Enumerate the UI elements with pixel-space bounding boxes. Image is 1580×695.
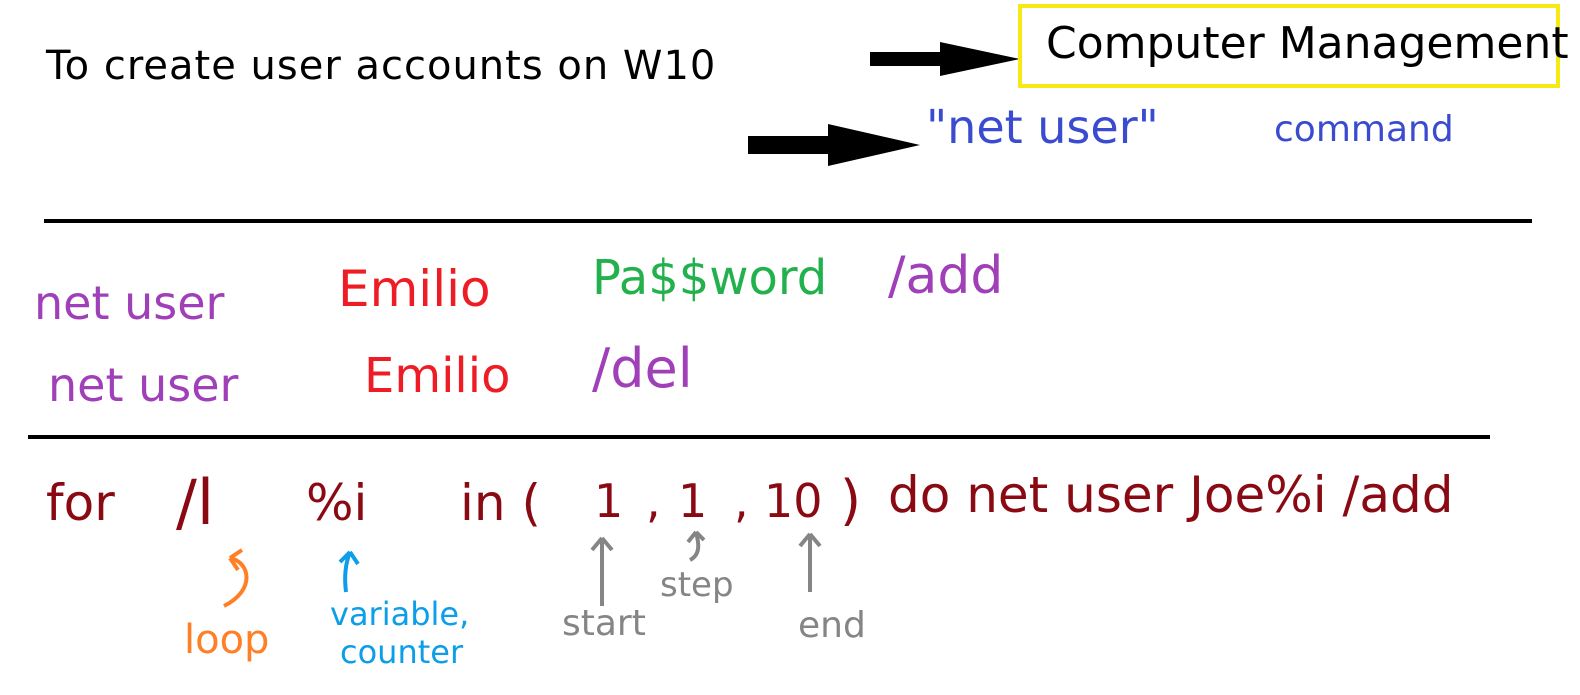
start-pointer-arrow-icon xyxy=(590,536,614,606)
comma: , xyxy=(734,474,749,528)
intro-text: To create user accounts on W10 xyxy=(46,43,717,89)
variable-annotation: variable, xyxy=(330,595,470,633)
loop-annotation: loop xyxy=(184,617,270,663)
loop-variable: %i xyxy=(306,474,368,532)
loop-pointer-arrow-icon xyxy=(223,548,249,608)
arrow-icon xyxy=(748,124,920,166)
user-name: Emilio xyxy=(338,260,491,318)
comma: , xyxy=(646,474,661,528)
end-annotation: end xyxy=(798,605,866,646)
add-flag: /add xyxy=(888,246,1004,306)
counter-annotation: counter xyxy=(340,633,464,671)
computer-management-text: Computer Management xyxy=(1046,18,1569,69)
highlight-box xyxy=(1018,4,1560,88)
divider xyxy=(28,435,1490,439)
end-pointer-arrow-icon xyxy=(798,532,822,592)
close-paren: ) xyxy=(840,469,862,532)
do-net-user-command: do net user Joe%i /add xyxy=(888,466,1454,524)
net-user-cmd: net user xyxy=(34,276,225,330)
command-word-text: command xyxy=(1274,109,1454,150)
divider xyxy=(44,219,1532,223)
end-value: 10 xyxy=(764,474,823,528)
arrow-icon xyxy=(870,42,1020,76)
net-user-cmd: net user xyxy=(48,358,239,412)
user-name: Emilio xyxy=(364,348,511,404)
password-value: Pa$$word xyxy=(592,250,828,306)
in-keyword: in ( xyxy=(460,474,541,532)
step-annotation: step xyxy=(660,565,734,605)
variable-pointer-arrow-icon xyxy=(338,550,360,593)
start-value: 1 xyxy=(594,474,624,528)
step-value: 1 xyxy=(678,474,708,528)
del-flag: /del xyxy=(592,337,693,400)
net-user-quoted-text: "net user" xyxy=(926,100,1159,154)
step-pointer-arrow-icon xyxy=(686,530,706,562)
loop-switch: /l xyxy=(176,466,215,539)
start-annotation: start xyxy=(562,603,646,644)
for-keyword: for xyxy=(46,474,115,532)
